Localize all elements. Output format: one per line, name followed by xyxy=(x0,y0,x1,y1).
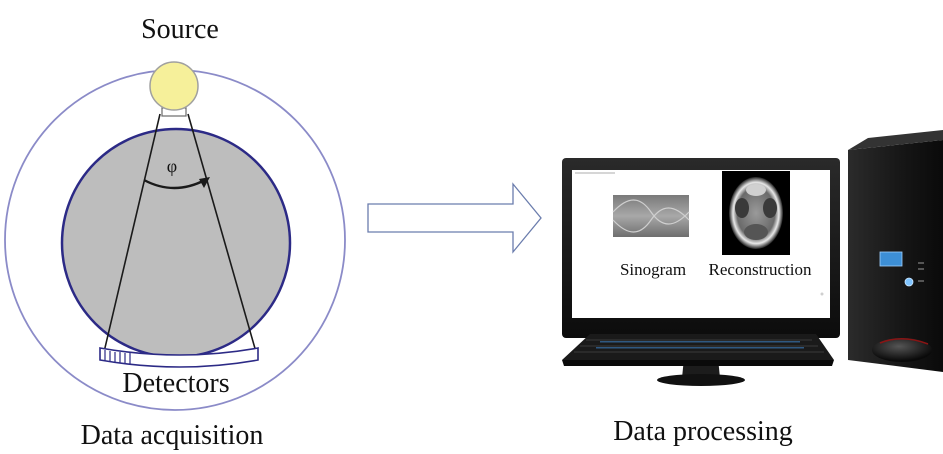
angle-arc-arrowhead xyxy=(199,177,210,188)
keyboard xyxy=(562,334,834,366)
beam-edge-left xyxy=(103,113,161,353)
data-processing-panel: Sinogram Reconstruction xyxy=(562,130,943,447)
mouse xyxy=(872,338,932,362)
flow-arrow-icon xyxy=(367,182,542,254)
data-processing-caption: Data processing xyxy=(613,416,793,447)
data-acquisition-caption: Data acquisition xyxy=(81,420,264,451)
reconstruction-label: Reconstruction xyxy=(709,260,812,279)
detectors-label: Detectors xyxy=(122,368,229,399)
data-acquisition-panel: Source φ Detectors Data acquisition xyxy=(4,14,346,451)
beam-edge-right xyxy=(187,113,257,353)
monitor-screen xyxy=(572,170,830,318)
angle-arc xyxy=(143,178,206,190)
computer-tower xyxy=(848,130,943,372)
detector-array xyxy=(99,347,259,368)
tower-display xyxy=(879,251,903,267)
source-label: Source xyxy=(141,14,219,45)
sinogram-label: Sinogram xyxy=(620,260,686,279)
power-button-icon xyxy=(904,277,914,287)
sinogram-image xyxy=(612,195,690,237)
angle-phi-symbol: φ xyxy=(167,156,177,176)
xray-source-icon xyxy=(149,61,199,111)
reconstruction-image xyxy=(722,171,790,255)
